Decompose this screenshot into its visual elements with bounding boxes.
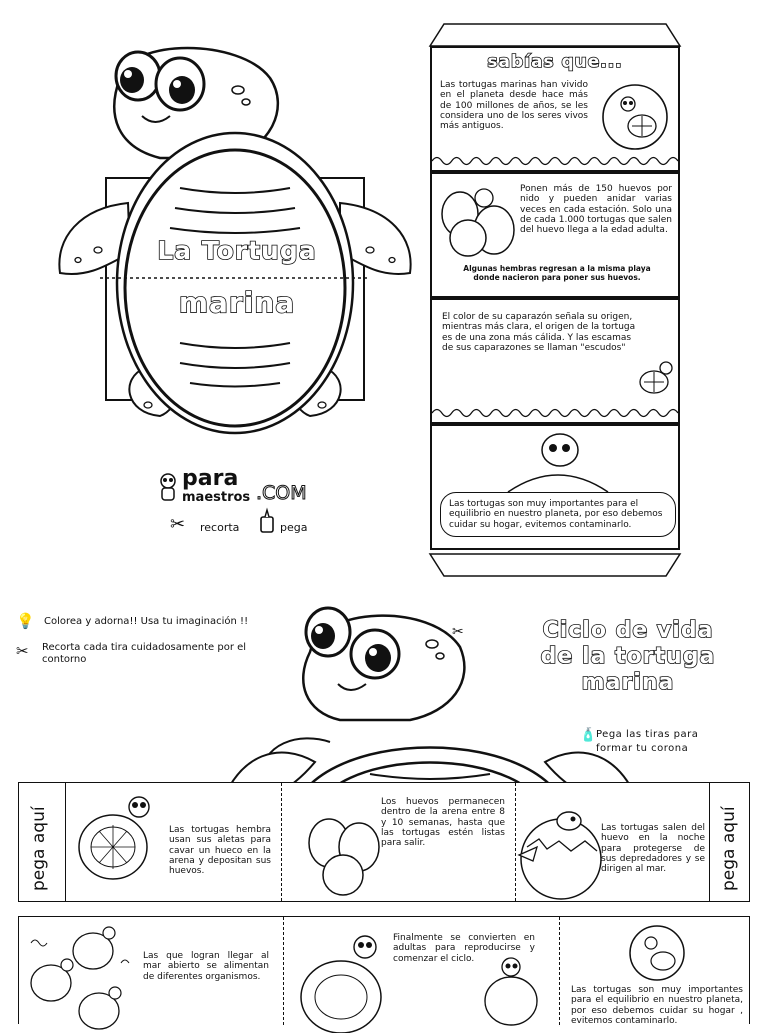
instruction-3: 🧴 Pega las tiras para formar tu corona bbox=[580, 728, 740, 758]
cut-label: recorta bbox=[200, 521, 240, 534]
strip1-text-2: Los huevos permanecen dentro de la arena… bbox=[381, 797, 505, 849]
globe-turtle-icon bbox=[602, 84, 668, 150]
turtle-icon bbox=[484, 957, 538, 1026]
turtle-icon bbox=[78, 796, 150, 880]
booklet-p2: Ponen más de 150 huevos por nido y puede… bbox=[520, 184, 672, 236]
instruction-2: Recorta cada tira cuidadosamente por el … bbox=[42, 642, 247, 665]
booklet-p2b: Algunas hembras regresan a la misma play… bbox=[463, 264, 651, 282]
wave-border-icon bbox=[431, 156, 679, 166]
crown-title-line1: La Tortuga bbox=[157, 235, 317, 266]
mascot-icon bbox=[160, 473, 176, 501]
cycle-title-line2: de la tortuga bbox=[540, 643, 716, 670]
scissors-icon: ✂ bbox=[170, 514, 186, 535]
lightbulb-icon: 💡 bbox=[16, 612, 35, 630]
strip2-text-3: Las tortugas son muy importantes para el… bbox=[571, 985, 743, 1027]
strip2-text-1: Las que logran llegar al mar abierto se … bbox=[143, 951, 269, 982]
cycle-title-line1: Ciclo de vida bbox=[542, 617, 714, 644]
tab-pega-aqui-right: pega aquí bbox=[719, 806, 739, 891]
instructions: 💡 Colorea y adorna!! Usa tu imaginación … bbox=[16, 612, 296, 672]
cycle-title-line3: marina bbox=[581, 669, 675, 696]
strip1-text-1: Las tortugas hembra usan sus aletas para… bbox=[169, 825, 271, 877]
strip2-text-2: Finalmente se convierten en adultas para… bbox=[393, 933, 535, 964]
strip1-text-3: Las tortugas salen del huevo en la noche… bbox=[601, 823, 705, 875]
brand-com: .COM bbox=[256, 482, 308, 505]
scissors-icon: ✂ bbox=[16, 642, 29, 660]
strip-2: Las que logran llegar al mar abierto se … bbox=[18, 916, 750, 1033]
brand-para: para bbox=[182, 466, 239, 491]
turtles-group-icon bbox=[30, 926, 130, 1030]
cut-glue-legend: ✂ recorta pega bbox=[170, 507, 350, 540]
glue-bottle-icon bbox=[260, 507, 274, 533]
turtle-icon bbox=[639, 361, 673, 394]
hatchling-icon bbox=[517, 811, 602, 900]
instruction-3-text: Pega las tiras para formar tu corona bbox=[596, 729, 699, 754]
booklet-p1: Las tortugas marinas han vivido en el pl… bbox=[440, 80, 588, 132]
glue-label: pega bbox=[280, 521, 308, 534]
turtle-icon bbox=[507, 433, 609, 493]
instruction-1: Colorea y adorna!! Usa tu imaginación !! bbox=[44, 616, 249, 627]
booklet-p3: El color de su caparazón señala su orige… bbox=[442, 312, 636, 354]
turtle-crown-icon bbox=[58, 46, 412, 435]
booklet-panel-3: El color de su caparazón señala su orige… bbox=[430, 298, 680, 424]
booklet-title: sabías que... bbox=[487, 51, 623, 73]
glue-bottle-icon: 🧴 bbox=[580, 728, 597, 743]
turtle-icon bbox=[300, 935, 382, 1033]
booklet-panel-2: Ponen más de 150 huevos por nido y puede… bbox=[430, 172, 680, 298]
tab-pega-aqui-left: pega aquí bbox=[29, 806, 49, 891]
globe-turtle-icon bbox=[629, 925, 685, 981]
egg-icon bbox=[308, 818, 380, 896]
scissors-icon: ✂ bbox=[452, 624, 464, 640]
eggs-turtle-icon bbox=[441, 188, 515, 257]
booklet-panel-4: Las tortugas son muy importantes para el… bbox=[430, 424, 680, 550]
strip-1: pega aquí Las tortugas hembra usan sus a… bbox=[18, 782, 750, 902]
brand-logo: para maestros .COM bbox=[156, 466, 346, 514]
booklet-panel-1: sabías que... Las tortugas marinas han v… bbox=[430, 46, 680, 172]
wave-border-icon bbox=[431, 408, 679, 418]
brand-maestros: maestros bbox=[182, 490, 251, 505]
crown-title-line2: marina bbox=[178, 285, 296, 320]
turtle-crown bbox=[50, 38, 420, 438]
booklet-p4: Las tortugas son muy importantes para el… bbox=[440, 492, 676, 538]
